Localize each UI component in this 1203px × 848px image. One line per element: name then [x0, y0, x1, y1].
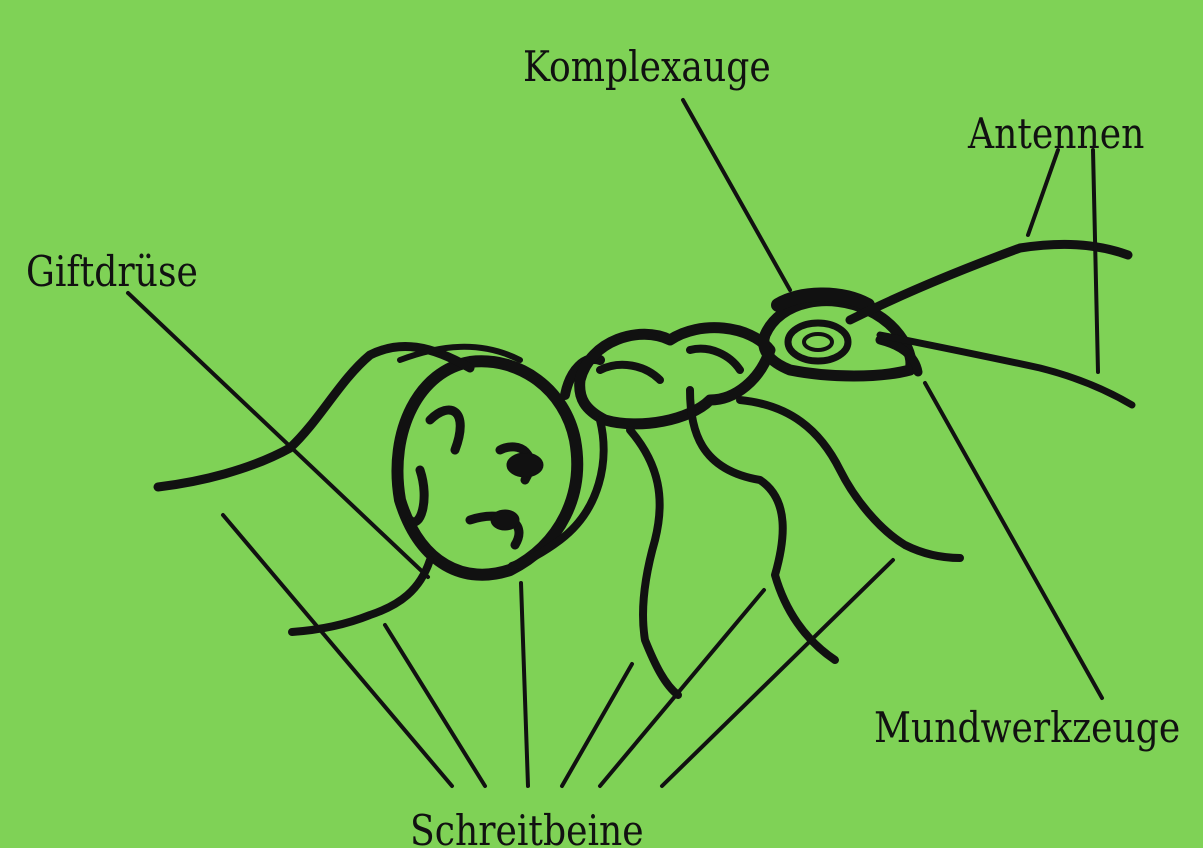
- label-compound-eye: Komplexauge: [523, 46, 771, 88]
- label-antennae: Antennen: [968, 113, 1144, 155]
- gaster-spot: [507, 453, 543, 477]
- label-mouthparts: Mundwerkzeuge: [874, 707, 1180, 749]
- gaster-spot: [491, 510, 519, 530]
- label-venom-gland: Giftdrüse: [26, 251, 198, 293]
- label-walking-legs: Schreitbeine: [410, 810, 644, 848]
